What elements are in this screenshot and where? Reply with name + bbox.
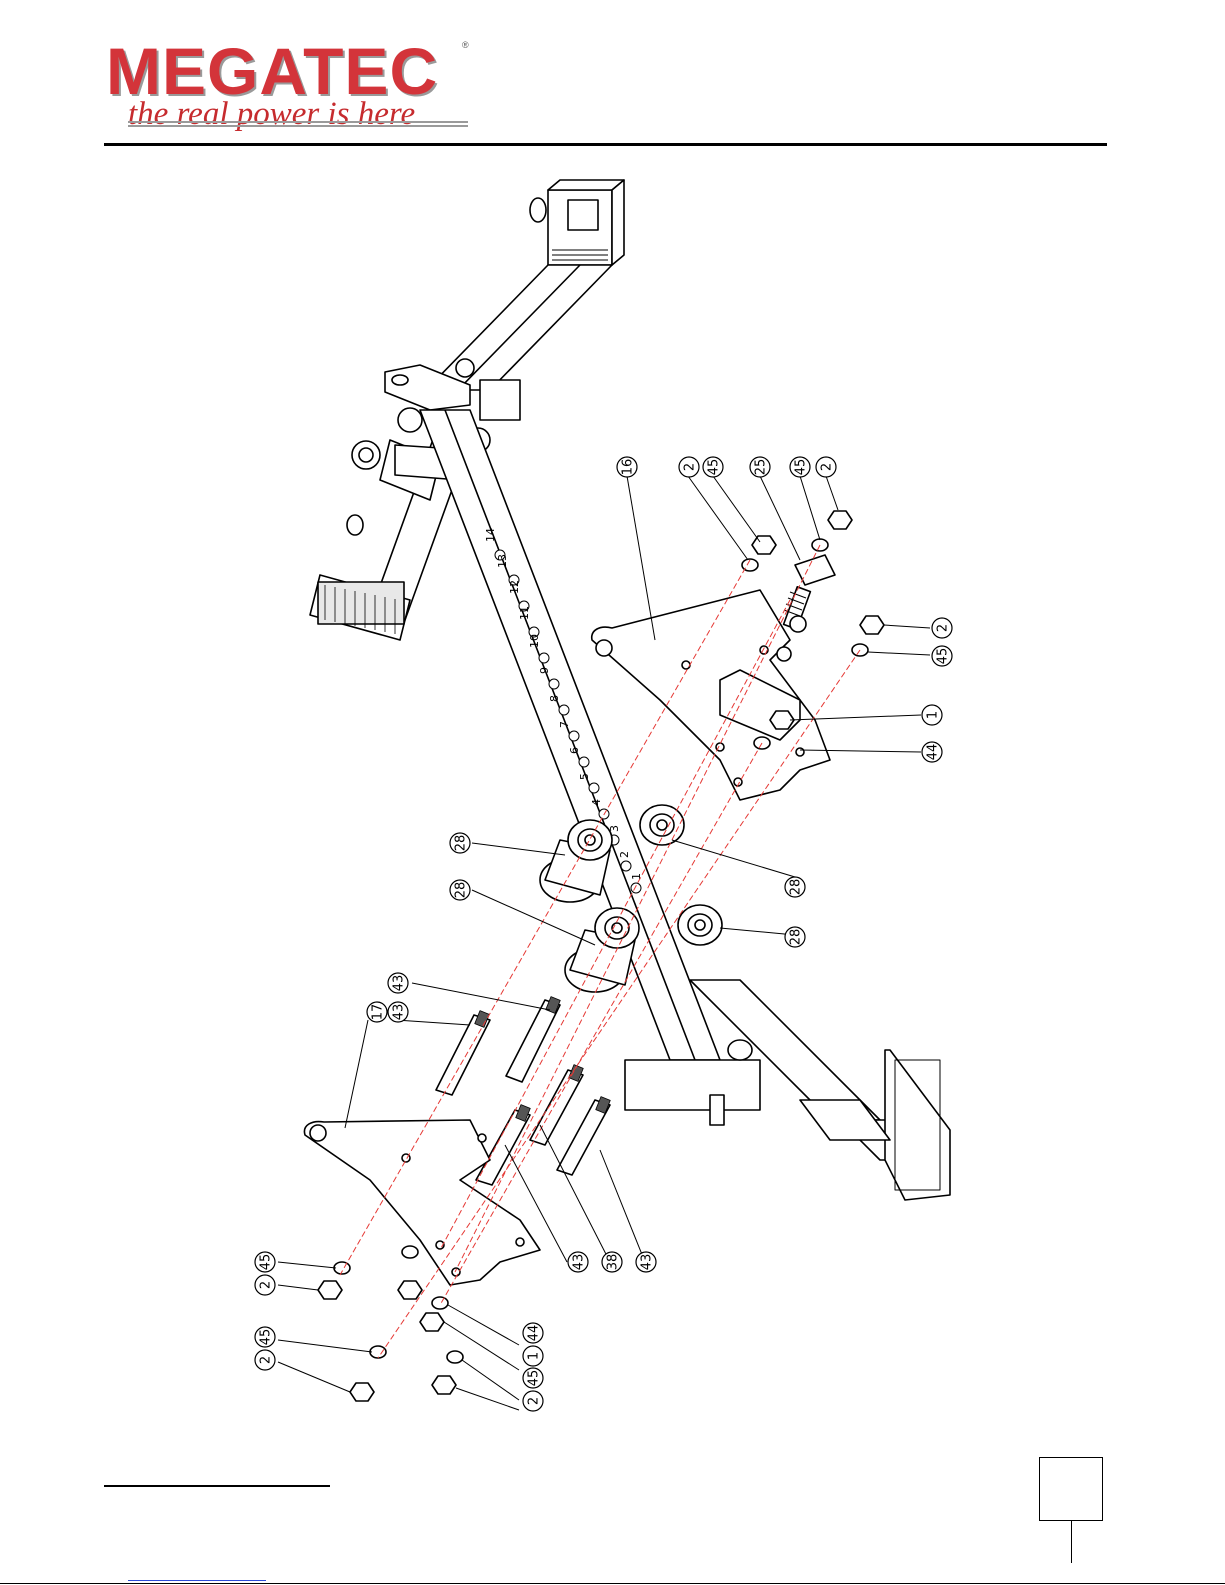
scale-mark: 13 [496, 554, 509, 568]
callout-label: 1 [926, 711, 941, 719]
scale-mark: 2 [618, 851, 631, 858]
callout-label: 2 [936, 624, 951, 632]
callout-label: 16 [621, 459, 636, 476]
callout-label: 28 [789, 929, 804, 946]
scale-mark: 5 [578, 773, 591, 780]
callout-label: 44 [926, 744, 941, 761]
hardware-lower [318, 1262, 463, 1401]
callout-label: 2 [683, 463, 698, 471]
callout-label: 25 [754, 459, 769, 476]
callout-label: 45 [794, 459, 809, 476]
callout-label: 43 [572, 1254, 587, 1271]
callout-label: 28 [789, 879, 804, 896]
callout-label: 2 [259, 1356, 274, 1364]
callout-label: 17 [371, 1004, 386, 1021]
callout-label: 43 [392, 975, 407, 992]
callout-label: 45 [527, 1370, 542, 1387]
callout-label: 45 [936, 648, 951, 665]
footer-rule [104, 1485, 330, 1487]
callout-label: 45 [259, 1329, 274, 1346]
scale-mark: 4 [590, 799, 603, 806]
callout-label: 2 [820, 463, 835, 471]
page-box-stem [1071, 1521, 1072, 1563]
footer-link-underline[interactable] [128, 1580, 266, 1581]
scale-mark: 7 [558, 721, 571, 728]
callout-label: 43 [640, 1254, 655, 1271]
callout-label: 43 [392, 1004, 407, 1021]
scale-mark: 12 [508, 580, 521, 594]
scale-mark: 11 [518, 606, 531, 620]
roller-upper-right [640, 805, 684, 845]
callout-label: 1 [527, 1352, 542, 1360]
scale-mark: 10 [528, 634, 541, 648]
scale-mark: 3 [608, 825, 621, 832]
scale-mark: 8 [548, 695, 561, 702]
bottom-rule [0, 1583, 1225, 1584]
page-number-box [1039, 1457, 1103, 1521]
scale-mark: 14 [484, 528, 497, 542]
scale-mark: 9 [538, 667, 551, 674]
roller-lower-right [678, 905, 722, 945]
callout-label: 28 [454, 835, 469, 852]
callout-label: 45 [707, 459, 722, 476]
callout-label: 45 [259, 1254, 274, 1271]
upper-post [426, 180, 624, 390]
callout-label: 44 [527, 1325, 542, 1342]
callout-label: 28 [454, 882, 469, 899]
roller-upper-left [540, 820, 612, 902]
callout-label: 2 [259, 1281, 274, 1289]
scale-mark: 6 [568, 747, 581, 754]
callout-label: 38 [606, 1254, 621, 1271]
scale-mark: 1 [630, 873, 643, 880]
callout-label: 2 [527, 1397, 542, 1405]
